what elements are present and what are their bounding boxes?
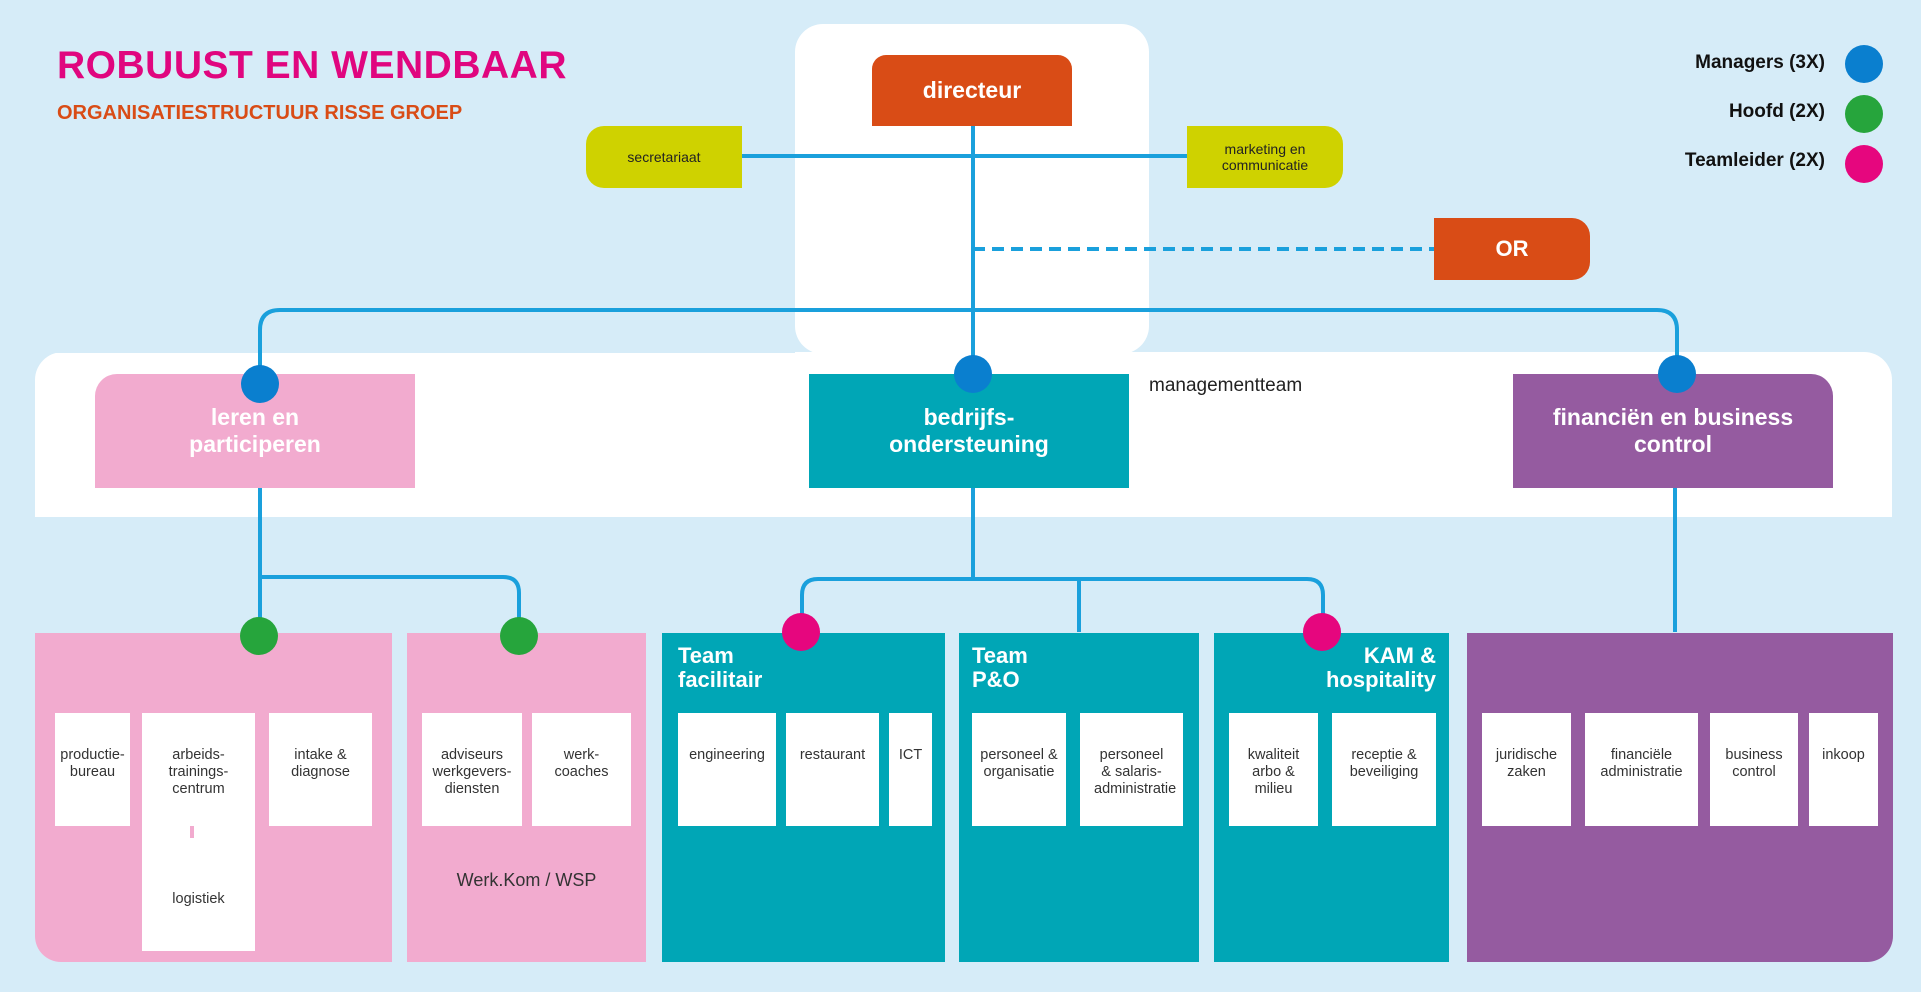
card-receptie: receptie & beveiliging (1332, 713, 1436, 826)
teamleider-dot-kam (1303, 613, 1341, 651)
manager-financien-box: financiën en business control (1513, 374, 1833, 488)
card-financiele-administratie: financiële administratie (1585, 713, 1698, 826)
card-adviseurs: adviseurs werkgevers- diensten (422, 713, 522, 826)
hoofd-dot-leren-right (500, 617, 538, 655)
card-business-control: business control (1710, 713, 1798, 826)
director-box: directeur (872, 55, 1072, 126)
legend-dot-hoofd (1845, 95, 1883, 133)
manager-dot-financien (1658, 355, 1696, 393)
dept-kam-title: KAM & hospitality (1325, 643, 1436, 692)
card-intake: intake & diagnose (269, 713, 372, 826)
teamleider-dot-facilitair (782, 613, 820, 651)
legend-label-hoofd: Hoofd (2X) (1728, 101, 1825, 122)
dept-facilitair-title: Team facilitair (678, 643, 763, 692)
page-title: ROBUUST EN WENDBAAR (57, 44, 567, 87)
legend-dot-managers (1845, 45, 1883, 83)
manager-bedrijf-box: bedrijfs- ondersteuning (809, 374, 1129, 488)
werkkom-label: Werk.Kom / WSP (456, 870, 597, 890)
legend-label-managers: Managers (3X) (1695, 52, 1825, 73)
card-personeel-salaris: personeel & salaris- administratie (1080, 713, 1183, 826)
page-subtitle: ORGANISATIESTRUCTUUR RISSE GROEP (57, 102, 463, 124)
manager-dot-bedrijf (954, 355, 992, 393)
card-kwaliteit: kwaliteit arbo & milieu (1229, 713, 1318, 826)
card-ict: ICT (889, 713, 932, 826)
legend-label-teamleider: Teamleider (2X) (1684, 150, 1825, 171)
card-connector (194, 826, 255, 838)
or-box: OR (1434, 218, 1590, 280)
manager-dot-leren (241, 365, 279, 403)
managementteam-label: managementteam (1149, 375, 1303, 396)
secretariaat-box: secretariaat (586, 126, 742, 188)
panel-notch-left (35, 340, 795, 353)
card-connector (142, 826, 190, 838)
card-werkcoaches: werk- coaches (532, 713, 631, 826)
marketing-box: marketing en communicatie (1187, 126, 1343, 188)
card-inkoop: inkoop (1809, 713, 1878, 826)
card-productiebureau: productie- bureau (55, 713, 130, 826)
card-personeel-organisatie: personeel & organisatie (972, 713, 1066, 826)
dept-po-title: Team P&O (972, 643, 1028, 692)
card-juridische-zaken: juridische zaken (1482, 713, 1571, 826)
card-logistiek: logistiek (142, 838, 255, 951)
legend-dot-teamleider (1845, 145, 1883, 183)
card-engineering: engineering (678, 713, 776, 826)
card-atc: arbeids- trainings- centrum (142, 713, 255, 826)
hoofd-dot-leren-left (240, 617, 278, 655)
card-restaurant: restaurant (786, 713, 879, 826)
